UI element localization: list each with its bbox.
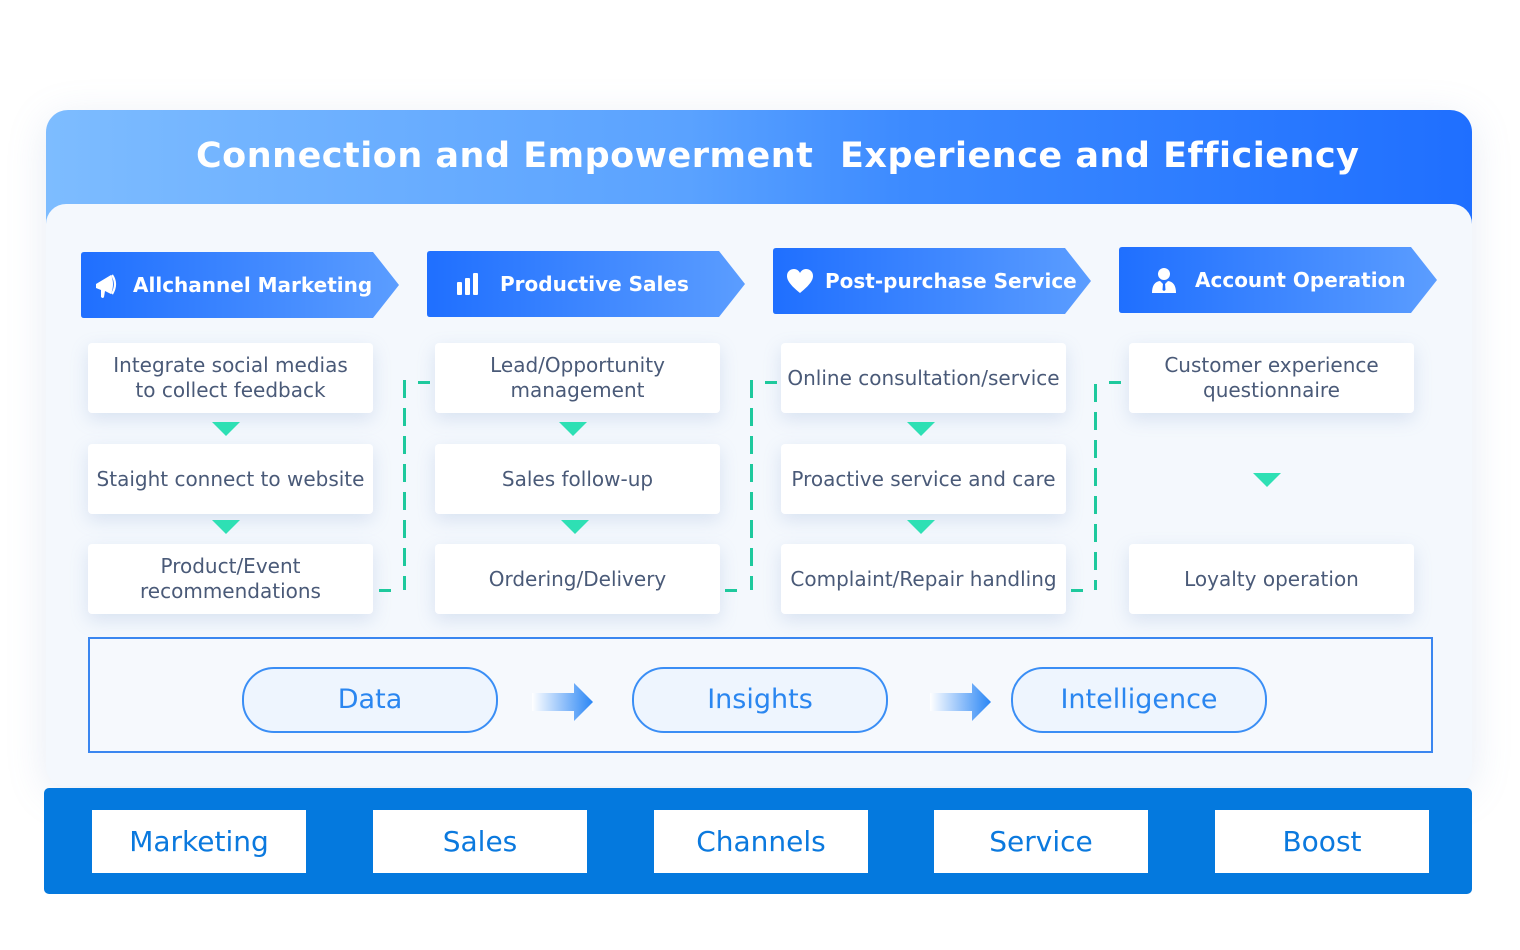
step-label: Staight connect to website bbox=[96, 466, 365, 491]
connector-segment bbox=[1109, 381, 1121, 384]
connector-segment bbox=[725, 589, 737, 592]
step-label: Ordering/Delivery bbox=[488, 566, 667, 591]
stage-title: Productive Sales bbox=[500, 272, 689, 296]
stage-title: Post-purchase Service bbox=[825, 269, 1077, 293]
step-label: Customer experience questionnaire bbox=[1164, 353, 1379, 402]
step-card: Proactive service and care bbox=[781, 444, 1066, 514]
right-arrow-icon bbox=[930, 683, 991, 721]
module-marketing: Marketing bbox=[92, 810, 306, 873]
connector-segment bbox=[765, 381, 777, 384]
step-card: Loyalty operation bbox=[1129, 544, 1414, 614]
step-card: Lead/Opportunity management bbox=[435, 343, 720, 413]
step-label: Complaint/Repair handling bbox=[790, 566, 1057, 591]
megaphone-icon bbox=[96, 274, 117, 298]
step-card: Sales follow-up bbox=[435, 444, 720, 514]
step-label: Lead/Opportunity management bbox=[490, 353, 665, 402]
stage-header-post-purchase-service: Post-purchase Service bbox=[773, 248, 1091, 314]
step-card: Integrate social medias to collect feedb… bbox=[88, 343, 373, 413]
step-card: Customer experience questionnaire bbox=[1129, 343, 1414, 413]
bar-chart-icon bbox=[457, 273, 478, 295]
connector-dashed-line bbox=[750, 380, 753, 590]
step-label: Online consultation/service bbox=[787, 365, 1060, 390]
down-arrow-icon bbox=[561, 520, 589, 534]
stage-header-productive-sales: Productive Sales bbox=[427, 251, 745, 317]
stage-header-shape bbox=[773, 248, 1091, 314]
connector-segment bbox=[379, 589, 391, 592]
stage-header-shape bbox=[427, 251, 745, 317]
user-icon bbox=[1152, 268, 1176, 293]
connector-dashed-line bbox=[1094, 384, 1097, 590]
down-arrow-icon bbox=[212, 520, 240, 534]
module-channels: Channels bbox=[654, 810, 868, 873]
module-sales: Sales bbox=[373, 810, 587, 873]
down-arrow-icon bbox=[907, 422, 935, 436]
banner-title-connection: Connection and Empowerment bbox=[196, 136, 814, 176]
step-label: Loyalty operation bbox=[1184, 566, 1359, 591]
step-label: Integrate social medias to collect feedb… bbox=[113, 353, 348, 402]
stage-header-allchannel-marketing: Allchannel Marketing bbox=[81, 252, 399, 318]
stage-title: Account Operation bbox=[1195, 268, 1406, 292]
flow-item-intelligence: Intelligence bbox=[1011, 667, 1267, 733]
banner-title-experience: Experience and Efficiency bbox=[840, 136, 1360, 176]
step-card: Product/Event recommendations bbox=[88, 544, 373, 614]
stage-header-shape bbox=[1119, 247, 1437, 313]
step-label: Sales follow-up bbox=[501, 466, 654, 491]
right-arrow-icon bbox=[532, 683, 593, 721]
connector-segment bbox=[1071, 589, 1083, 592]
module-boost: Boost bbox=[1215, 810, 1429, 873]
down-arrow-icon bbox=[907, 520, 935, 534]
down-arrow-icon bbox=[1253, 473, 1281, 487]
stage-header-shape bbox=[81, 252, 399, 318]
step-card: Complaint/Repair handling bbox=[781, 544, 1066, 614]
step-label: Product/Event recommendations bbox=[140, 554, 321, 603]
step-card: Staight connect to website bbox=[88, 444, 373, 514]
step-card: Online consultation/service bbox=[781, 343, 1066, 413]
stage-title: Allchannel Marketing bbox=[133, 273, 373, 297]
flow-item-data: Data bbox=[242, 667, 498, 733]
down-arrow-icon bbox=[559, 422, 587, 436]
module-service: Service bbox=[934, 810, 1148, 873]
connector-segment bbox=[418, 381, 430, 384]
heart-icon bbox=[787, 269, 813, 293]
stage-header-account-operation: Account Operation bbox=[1119, 247, 1437, 313]
flow-item-insights: Insights bbox=[632, 667, 888, 733]
down-arrow-icon bbox=[212, 422, 240, 436]
step-label: Proactive service and care bbox=[791, 466, 1056, 491]
step-card: Ordering/Delivery bbox=[435, 544, 720, 614]
connector-dashed-line bbox=[403, 380, 406, 590]
